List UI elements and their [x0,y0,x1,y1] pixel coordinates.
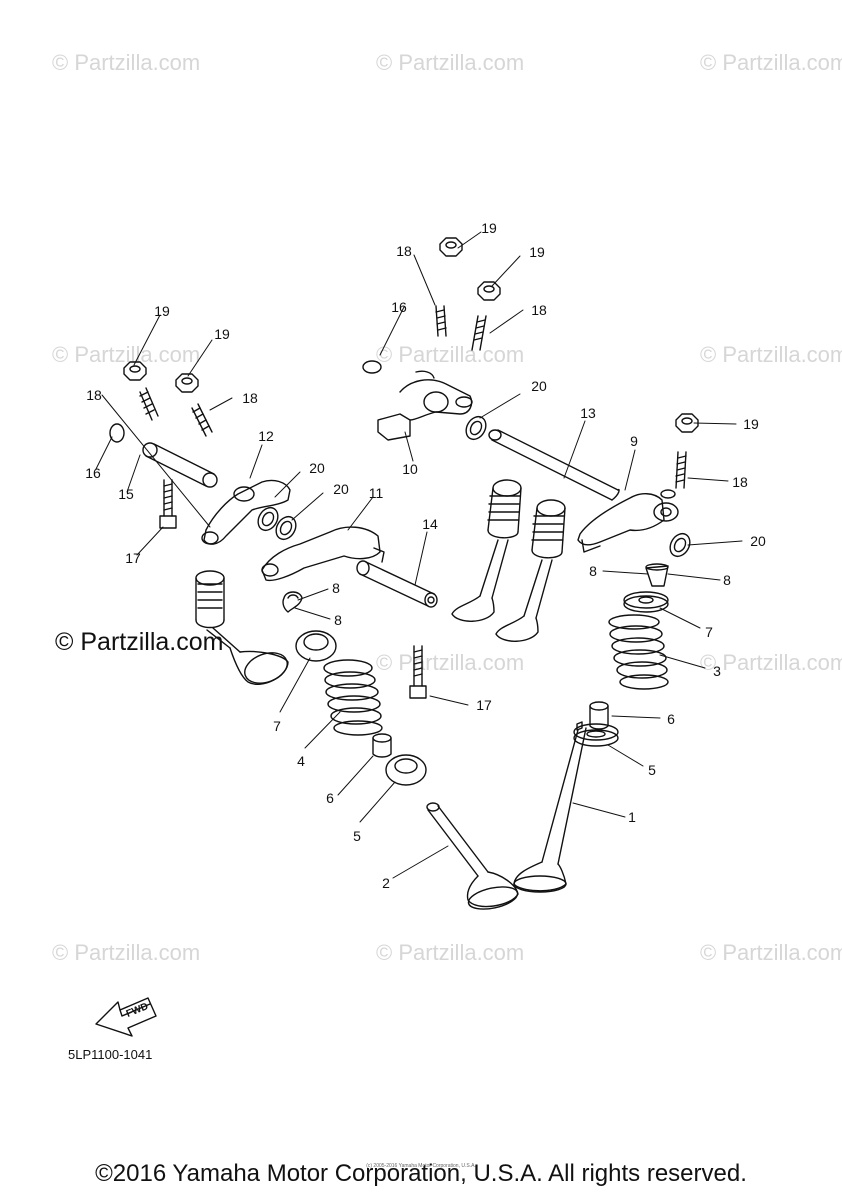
stem-seal-6 [372,701,609,758]
callout-18-right: 18 [732,474,748,490]
copyright-footer: ©2016 Yamaha Motor Corporation, U.S.A. A… [95,1160,747,1187]
valve-spring-4 [323,659,383,736]
callout-8-left-b: 8 [334,612,342,628]
callout-16-top: 16 [391,299,407,315]
callout-6-left: 6 [326,790,334,806]
rocker-shaft-14 [356,560,438,608]
callout-5-right: 5 [648,762,656,778]
callout-14: 14 [422,516,438,532]
callout-8-right: 8 [723,572,731,588]
valve-assembly-center-a [451,479,522,622]
valve-cotter-8 [282,563,669,613]
callout-19-right: 19 [743,416,759,432]
rocker-arm-9 [577,489,679,553]
locknut-19 [123,237,699,433]
watermark: © Partzilla.com [376,50,525,75]
callout-17-center: 17 [476,697,492,713]
rocker-arm-10 [377,370,473,441]
watermark: © Partzilla.com [376,650,525,675]
callout-19-top: 19 [481,220,497,236]
callout-1: 1 [628,809,636,825]
diagram-code: 5LP1100-1041 [68,1047,153,1062]
callout-2: 2 [382,875,390,891]
callout-18-left: 18 [86,387,102,403]
callout-19-top-b: 19 [529,244,545,260]
adjusting-screw-18 [139,305,687,489]
callout-8-right-b: 8 [589,563,597,579]
callout-5-left: 5 [353,828,361,844]
watermark: © Partzilla.com [376,342,525,367]
callout-20-c: 20 [531,378,547,394]
callout-15: 15 [118,486,134,502]
bolt-17 [159,479,427,699]
callout-7-left: 7 [273,718,281,734]
callout-9: 9 [630,433,638,449]
watermark: © Partzilla.com [376,940,525,965]
callout-11: 11 [368,485,384,501]
callout-19-left: 19 [154,303,170,319]
watermark: © Partzilla.com [52,342,201,367]
spring-retainer-7 [295,591,669,662]
fine-print: (c) 2005-2016 Yamaha Motor Corporation, … [366,1163,476,1169]
callout-18-top-right: 18 [531,302,547,318]
spring-seat-5 [385,723,619,786]
callout-4: 4 [297,753,305,769]
watermark-large: © Partzilla.com [55,628,224,656]
rocker-shaft-13 [488,429,620,501]
callout-16-left: 16 [85,465,101,481]
fwd-arrow-icon [95,997,157,1037]
watermark: © Partzilla.com [700,940,842,965]
callout-20-d: 20 [750,533,766,549]
o-ring-16 [109,360,382,443]
callout-20-b: 20 [333,481,349,497]
watermark: © Partzilla.com [52,940,201,965]
callout-18-top: 18 [396,243,412,259]
watermark: © Partzilla.com [700,50,842,75]
valve-spring-3 [608,614,669,690]
callout-20-a: 20 [309,460,325,476]
valve-assembly-center-b [495,499,566,642]
rocker-arm-12 [201,479,291,545]
callout-8-left: 8 [332,580,340,596]
washer-20 [257,415,691,558]
callout-6-right: 6 [667,711,675,727]
callout-18-left-b: 18 [242,390,258,406]
valve-1 [513,721,587,893]
watermark: © Partzilla.com [700,342,842,367]
callout-17-left: 17 [125,550,141,566]
callout-12: 12 [258,428,274,444]
rocker-arm-11 [261,526,385,582]
callout-10: 10 [402,461,418,477]
watermark: © Partzilla.com [52,50,201,75]
callout-13: 13 [580,405,596,421]
valve-2 [426,802,519,910]
callout-3: 3 [713,663,721,679]
callout-19-left-b: 19 [214,326,230,342]
valve-assembly-left [195,570,289,685]
watermark: © Partzilla.com [700,650,842,675]
callout-7-right: 7 [705,624,713,640]
rocker-shaft-15 [142,442,218,488]
